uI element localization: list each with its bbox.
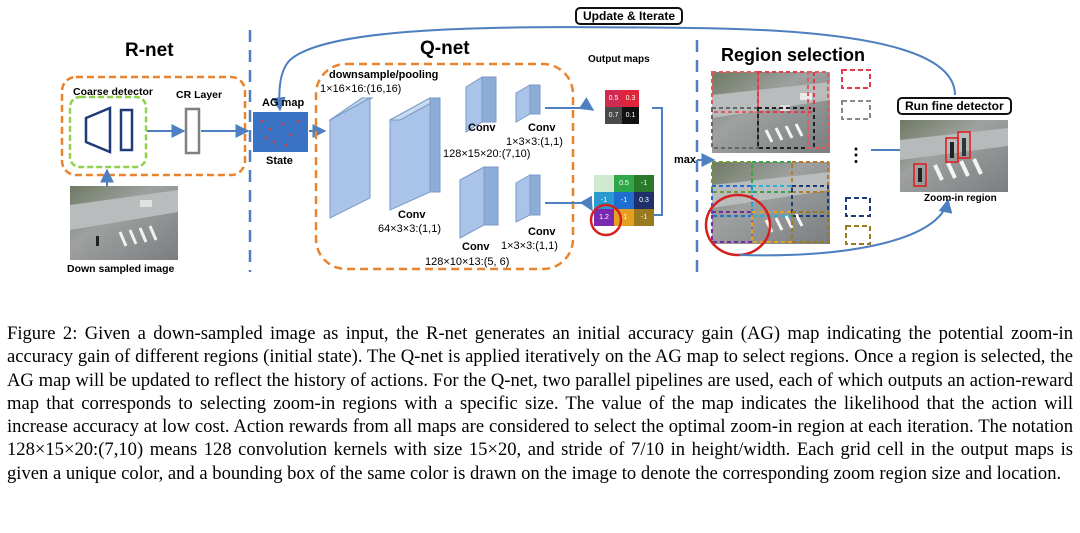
map-b-highlight <box>589 203 623 237</box>
legend-box-gold <box>845 225 871 245</box>
conv1-dims: 64×3×3:(1,1) <box>378 223 441 235</box>
conv1-label: Conv <box>398 209 426 221</box>
conv-lower-a <box>459 166 485 239</box>
state-label: State <box>266 155 293 167</box>
conv-block-1-face <box>329 97 371 219</box>
rnet-title: R-net <box>125 40 174 61</box>
ag-map <box>253 112 308 152</box>
legend-box-red <box>841 69 871 89</box>
conv-upper-a-side <box>481 76 497 123</box>
conv2b-label: Conv <box>462 241 490 253</box>
region-bottom-grid <box>704 161 829 257</box>
downsampled-label: Down sampled image <box>67 263 175 275</box>
map-a-cell: 0.5 <box>605 90 622 107</box>
legend-box-navy <box>845 197 871 217</box>
map-a-cell: 0.1 <box>622 107 639 124</box>
qnet-title: Q-net <box>420 38 470 59</box>
map-b-cell: -1 <box>634 209 654 226</box>
coarse-detector-box <box>68 95 148 169</box>
zoom-region-label: Zoom-in region <box>924 193 997 204</box>
figure-graphics <box>60 26 1008 272</box>
map-b-cell: 0.5 <box>614 175 634 192</box>
ellipsis-label: ⋮ <box>847 145 865 165</box>
conv-upper-b-side <box>529 84 541 115</box>
caption-text: Figure 2: Given a down-sampled image as … <box>7 323 1073 484</box>
coarse-rect <box>119 108 134 152</box>
output-maps-label: Output maps <box>588 54 650 65</box>
map-a-cell: 0.7 <box>605 107 622 124</box>
map-b-cell <box>594 175 614 192</box>
region-top-grid <box>711 71 829 149</box>
ag-map-dots <box>260 119 300 147</box>
map-b-cell: -1 <box>614 192 634 209</box>
zoom-detections <box>913 131 971 187</box>
arrow-to-map-b <box>545 195 593 212</box>
conv-lower-b <box>515 174 531 223</box>
conv-block-2-side <box>429 97 441 193</box>
conv-lower-a-side <box>483 166 499 226</box>
conv-lower-b-side <box>529 174 541 216</box>
fine-detector-label: Run fine detector <box>897 97 1012 115</box>
ag-map-label: AG map <box>262 97 305 109</box>
arrow-fine-detector <box>739 198 953 257</box>
cr-layer-label: CR Layer <box>176 89 223 101</box>
downsampled-image-details <box>70 190 178 247</box>
max-bracket <box>652 107 663 216</box>
conv3b-label: Conv <box>528 226 556 238</box>
conv2a-label: Conv <box>468 122 496 134</box>
map-b-cell: -1 <box>634 175 654 192</box>
conv3a-label: Conv <box>528 122 556 134</box>
update-iterate-label: Update & Iterate <box>575 7 684 25</box>
map-b-cell: 0.3 <box>634 192 654 209</box>
map-b-cell: 1.2 <box>594 209 614 226</box>
arrow-to-map-a <box>545 97 595 111</box>
map-a-cell: 0.3 <box>622 90 639 107</box>
downsample-label: downsample/pooling <box>329 69 439 81</box>
conv-upper-b <box>515 84 531 123</box>
conv2a-dims: 128×15×20:(7,10) <box>443 148 531 160</box>
zoom-image-details <box>900 128 1008 182</box>
conv3b-dims: 1×3×3:(1,1) <box>501 240 558 252</box>
output-map-a: 0.5 0.3 0.7 0.1 <box>605 90 639 124</box>
max-label: max <box>674 154 697 166</box>
cr-layer-rect <box>184 107 201 155</box>
qnet-box <box>314 62 575 271</box>
region-title: Region selection <box>721 45 866 65</box>
region-image-bottom-details <box>712 172 830 233</box>
coarse-trapezoid <box>84 106 112 154</box>
conv2b-dims: 128×10×13:(5, 6) <box>425 256 510 268</box>
conv3a-dims: 1×3×3:(1,1) <box>506 136 563 148</box>
downsample-dims: 1×16×16:(16,16) <box>320 83 402 95</box>
legend-box-gray <box>841 100 871 120</box>
figure: R-net Q-net Region selection Update & It… <box>60 7 1012 275</box>
update-loop-arrow <box>271 26 956 112</box>
figure-caption: Figure 2: Given a down-sampled image as … <box>7 322 1073 485</box>
coarse-detector-label: Coarse detector <box>73 86 153 98</box>
